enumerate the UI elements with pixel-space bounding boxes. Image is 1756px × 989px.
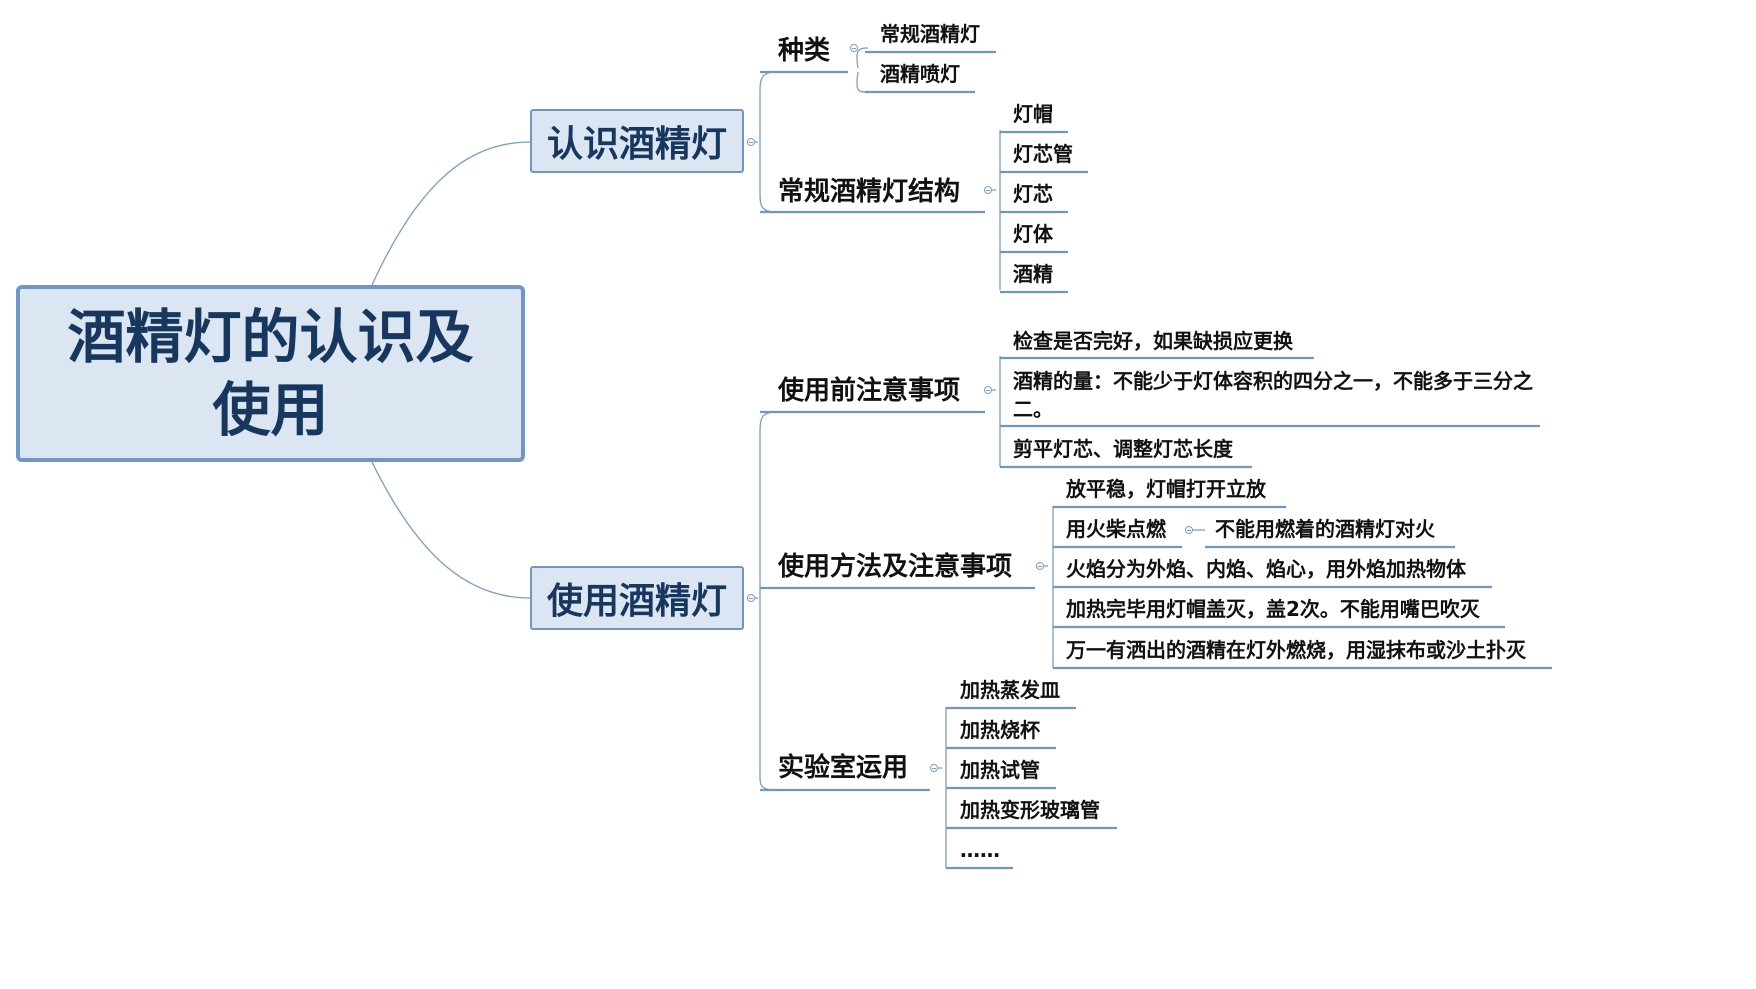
leaf-huoyan[interactable]: 火焰分为外焰、内焰、焰心，用外焰加热物体 [1066,557,1466,581]
leaf-gaimie[interactable]: 加热完毕用灯帽盖灭，盖2次。不能用嘴巴吹灭 [1066,597,1480,621]
leaf-dengti[interactable]: 灯体 [1013,222,1053,246]
branch-label: 认识酒精灯 [546,124,727,165]
leaf-dengmao[interactable]: 灯帽 [1013,102,1053,126]
branch-node-renshi[interactable]: 认识酒精灯 [530,109,744,173]
leaf-shaobei[interactable]: 加热烧杯 [960,718,1040,742]
leaf-dianran[interactable]: 用火柴点燃 [1066,517,1166,541]
link-fangfa [1044,506,1054,668]
collapse-toggle-icon[interactable] [984,186,992,194]
collapse-toggle-icon[interactable] [1036,562,1044,570]
collapse-toggle-icon[interactable] [747,138,755,146]
topic-shiyongqian[interactable]: 使用前注意事项 [778,376,961,406]
link-root-branch2 [371,461,531,599]
leaf-shiguan[interactable]: 加热试管 [960,758,1040,782]
leaf-changgui[interactable]: 常规酒精灯 [880,22,980,46]
leaf-jiujingliang[interactable]: 酒精的量：不能少于灯体容积的四分之一，不能多于三分之二。 [1013,369,1533,421]
leaf-dengxin[interactable]: 灯芯 [1013,182,1053,206]
link-shiyan [938,707,947,868]
topic-jiegou[interactable]: 常规酒精灯结构 [778,177,961,207]
topic-zhonglei[interactable]: 种类 [778,36,831,66]
collapse-toggle-icon[interactable] [1185,526,1193,534]
root-label: 酒精灯的认识及使用 [67,303,474,444]
topic-shiyanshi[interactable]: 实验室运用 [778,753,909,783]
leaf-penteng[interactable]: 酒精喷灯 [880,62,960,86]
collapse-toggle-icon[interactable] [984,386,992,394]
root-node[interactable]: 酒精灯的认识及使用 [16,285,525,462]
link-branch2-children [751,411,777,791]
leaf-jiujing[interactable]: 酒精 [1013,262,1053,286]
leaf-jianping[interactable]: 剪平灯芯、调整灯芯长度 [1013,437,1233,461]
branch-label: 使用酒精灯 [546,581,727,622]
leaf-fangping[interactable]: 放平稳，灯帽打开立放 [1066,477,1266,501]
leaf-zhengfamin[interactable]: 加热蒸发皿 [960,678,1060,702]
collapse-toggle-icon[interactable] [930,764,938,772]
link-jiegou [992,130,1001,290]
collapse-toggle-icon[interactable] [850,44,858,52]
branch-node-shiyong[interactable]: 使用酒精灯 [530,566,744,630]
leaf-dengxinguan[interactable]: 灯芯管 [1013,142,1073,166]
link-qian [992,356,1001,467]
leaf-saxie[interactable]: 万一有洒出的酒精在灯外燃烧，用湿抹布或沙土扑灭 [1066,638,1526,662]
link-zhonglei [856,47,869,93]
topic-fangfa[interactable]: 使用方法及注意事项 [778,552,1013,582]
leaf-more[interactable]: …… [960,838,1000,862]
link-root-branch1 [371,141,531,286]
leaf-jiancha[interactable]: 检查是否完好，如果缺损应更换 [1013,329,1293,353]
collapse-toggle-icon[interactable] [747,594,755,602]
leaf-duihuo[interactable]: 不能用燃着的酒精灯对火 [1215,517,1435,541]
leaf-boliguan[interactable]: 加热变形玻璃管 [960,798,1100,822]
